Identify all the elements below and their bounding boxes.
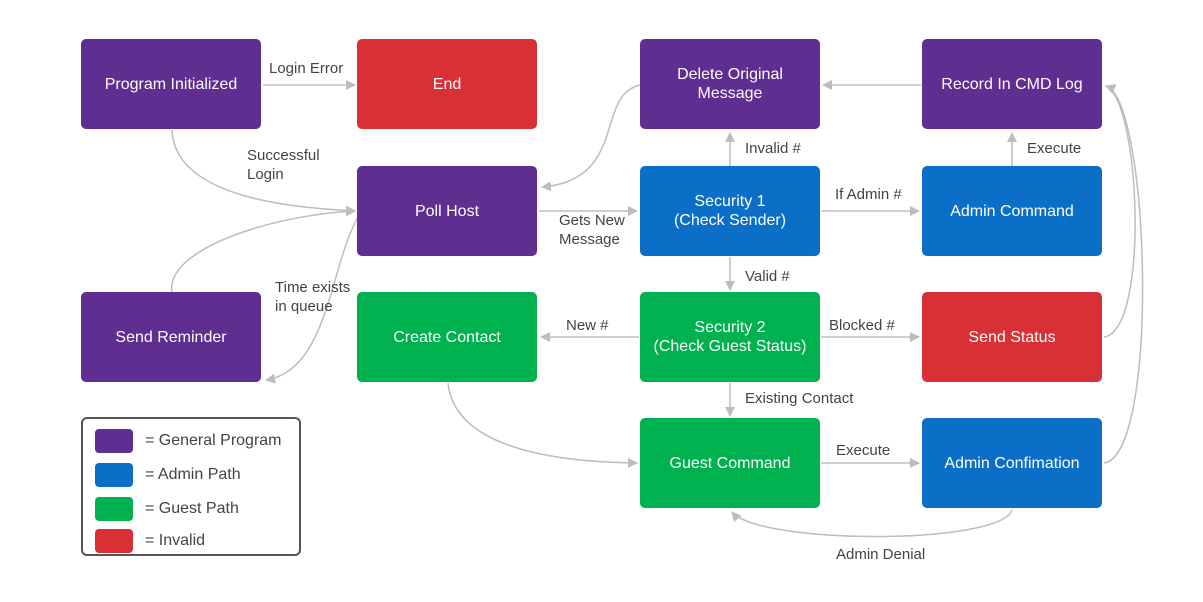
node-poll-host: Poll Host — [357, 166, 537, 256]
node-security-1: Security 1 (Check Sender) — [640, 166, 820, 256]
edge-reminder-to-poll — [171, 206, 356, 293]
legend-swatch-invalid — [95, 529, 133, 553]
edge-successful-login — [171, 129, 356, 216]
legend: = General Program = Admin Path = Guest P… — [81, 417, 301, 556]
legend-swatch-admin — [95, 463, 133, 487]
legend-item-admin: = Admin Path — [95, 463, 241, 487]
node-program-initialized: Program Initialized — [81, 39, 261, 129]
edge-time-exists — [265, 213, 361, 384]
node-delete-original-message: Delete Original Message — [640, 39, 820, 129]
legend-item-invalid: = Invalid — [95, 529, 205, 553]
node-create-contact: Create Contact — [357, 292, 537, 382]
node-security-2: Security 2 (Check Guest Status) — [640, 292, 820, 382]
label-execute-admin: Execute — [1027, 140, 1082, 157]
label-blocked: Blocked # — [829, 317, 895, 334]
edge-status-to-record — [1103, 84, 1136, 338]
legend-item-general: = General Program — [95, 429, 282, 453]
node-send-reminder: Send Reminder — [81, 292, 261, 382]
edge-contact-to-guest — [447, 382, 638, 468]
edge-confirm-to-record — [1103, 84, 1144, 464]
legend-label-admin: = Admin Path — [145, 466, 241, 483]
label-valid: Valid # — [745, 268, 790, 285]
label-login-error: Login Error — [269, 60, 344, 77]
label-existing-contact: Existing Contact — [745, 390, 854, 407]
legend-item-guest: = Guest Path — [95, 497, 239, 521]
legend-label-guest: = Guest Path — [145, 500, 239, 517]
edge-admin-denial — [731, 509, 1013, 538]
label-new: New # — [566, 317, 609, 334]
legend-label-general: = General Program — [145, 432, 282, 449]
label-if-admin: If Admin # — [835, 186, 902, 203]
node-record-cmd-log: Record In CMD Log — [922, 39, 1102, 129]
label-invalid: Invalid # — [745, 140, 801, 157]
label-gets-new-message: Gets New Message — [559, 212, 625, 248]
legend-swatch-guest — [95, 497, 133, 521]
edge-delete-to-poll — [541, 84, 641, 192]
label-admin-denial: Admin Denial — [836, 546, 926, 563]
label-time-exists: Time exists in queue — [275, 279, 351, 315]
node-guest-command: Guest Command — [640, 418, 820, 508]
label-successful-login: Successful Login — [247, 147, 320, 183]
node-send-status: Send Status — [922, 292, 1102, 382]
legend-label-invalid: = Invalid — [145, 532, 206, 549]
node-admin-confirmation: Admin Confimation — [922, 418, 1102, 508]
legend-swatch-general — [95, 429, 133, 453]
label-execute-guest: Execute — [836, 442, 891, 459]
node-end: End — [357, 39, 537, 129]
node-admin-command: Admin Command — [922, 166, 1102, 256]
